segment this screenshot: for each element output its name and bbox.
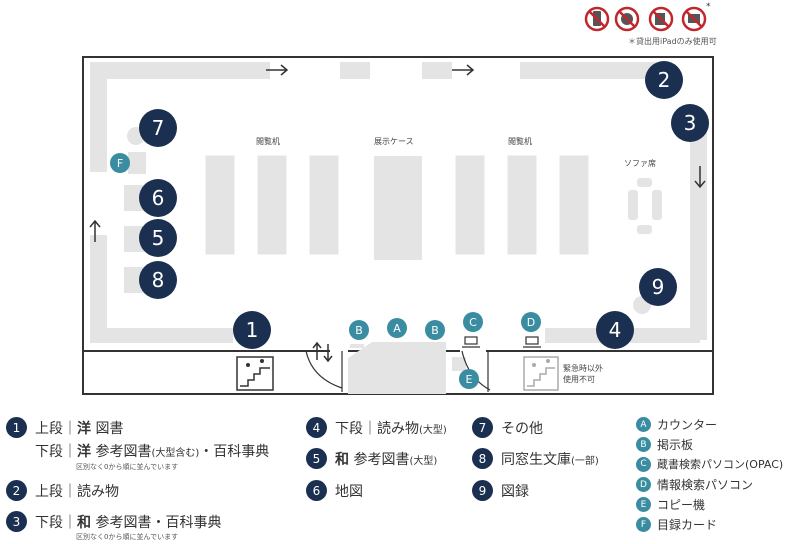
- stairs-icon: [236, 356, 274, 391]
- counter: [348, 342, 446, 394]
- map-letter-B: B: [425, 320, 445, 340]
- sofa-seats: [628, 178, 662, 234]
- legend-item-1: 1 上段｜洋 図書: [6, 417, 123, 438]
- map-marker-5: 5: [139, 219, 177, 257]
- map-marker-9: 9: [639, 268, 677, 306]
- map-marker-6: 6: [139, 179, 177, 217]
- pc-icons: [462, 336, 541, 348]
- asterisk-mark: *: [706, 2, 711, 12]
- map-marker-4: 4: [596, 311, 634, 349]
- map-letter-E: E: [459, 369, 479, 389]
- map-letter-A: A: [387, 318, 407, 338]
- map-letter-D: D: [521, 312, 541, 332]
- sofa-label: ソファ席: [624, 159, 656, 168]
- map-letter-B: B: [349, 320, 369, 340]
- reading-desks-right: [454, 154, 590, 256]
- no-phone-icon: [584, 6, 610, 32]
- map-marker-2: 2: [645, 61, 683, 99]
- no-food-icon: [614, 6, 640, 32]
- legend-number-1: 1: [6, 417, 27, 438]
- emergency-stairs-icon: [523, 356, 559, 391]
- floor-map: [82, 6, 714, 395]
- emergency-label-2: 使用不可: [563, 375, 595, 384]
- map-marker-8: 8: [139, 261, 177, 299]
- copy-machine-box: [452, 357, 466, 371]
- no-drink-icon: [648, 6, 674, 32]
- reading-desk-label-right: 閲覧机: [508, 137, 532, 146]
- map-marker-7: 7: [139, 109, 177, 147]
- ipad-note: ＊貸出用iPadのみ使用可: [628, 37, 717, 46]
- legend-item-1b: 下段｜洋 参考図書(大型含む)・百科事典: [35, 444, 270, 460]
- map-letter-C: C: [463, 312, 483, 332]
- map-letter-F: F: [110, 153, 130, 173]
- flow-arrows: [89, 64, 706, 363]
- legend-note-3: 区別なく0から順に並んでいます: [76, 533, 179, 541]
- map-marker-3: 3: [671, 104, 709, 142]
- no-pc-icon: [681, 6, 707, 32]
- exhibit-case: [374, 156, 422, 260]
- legend-item-3: 3 下段｜和 参考図書・百科事典: [6, 511, 221, 532]
- map-marker-1: 1: [233, 311, 271, 349]
- reading-desks-left: [204, 154, 340, 256]
- legend-note-1: 区別なく0から順に並んでいます: [76, 463, 179, 471]
- prohibited-icons: [584, 6, 707, 32]
- emergency-label: 緊急時以外: [563, 364, 603, 373]
- exhibit-case-label: 展示ケース: [374, 137, 414, 146]
- reading-desk-label-left: 閲覧机: [256, 137, 280, 146]
